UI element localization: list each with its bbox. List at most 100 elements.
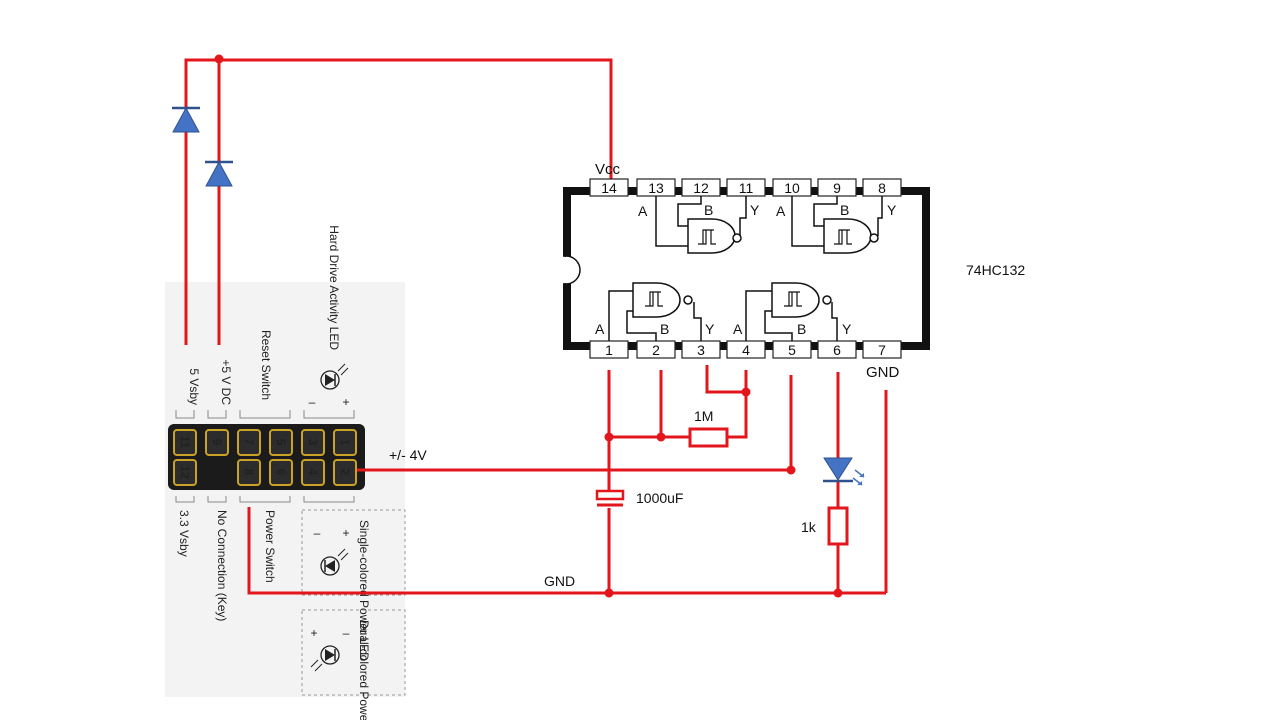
led-icon xyxy=(320,363,349,390)
header-pin-number: 7 xyxy=(242,439,256,446)
chip-gnd-label: GND xyxy=(866,364,900,381)
label-dual-led: Dual-colored Power LED xyxy=(357,620,371,720)
gate-label-b: B xyxy=(660,321,669,337)
junction-dot xyxy=(786,465,796,475)
single-minus: – xyxy=(314,526,321,540)
dual-plus: + xyxy=(310,626,317,640)
label-no-connection: No Connection (Key) xyxy=(215,510,229,621)
nand-gate-top-left: A B Y xyxy=(638,196,760,254)
header-pin-number: 5 xyxy=(274,439,288,446)
gate-label-y: Y xyxy=(705,321,715,337)
dual-led-box xyxy=(301,609,406,696)
chip-part-label: 74HC132 xyxy=(966,262,1025,278)
pin-label: 8 xyxy=(878,180,886,196)
pin-label: 9 xyxy=(833,180,841,196)
label-single-led: Single-colored Power LED xyxy=(357,520,371,661)
resistor-1m: 1M xyxy=(688,408,729,448)
header-pin xyxy=(269,429,293,456)
gate-label-a: A xyxy=(595,321,605,337)
capacitor: 1000uF xyxy=(595,489,683,507)
header-pin xyxy=(237,429,261,456)
junction-dot xyxy=(604,432,614,442)
pin-label: 13 xyxy=(648,180,664,196)
hdd-minus: – xyxy=(309,395,316,409)
header-pin xyxy=(301,429,325,456)
led-icon xyxy=(320,548,349,576)
pin-label: 6 xyxy=(833,342,841,358)
header-pin xyxy=(333,459,357,486)
pin-label: 10 xyxy=(784,180,800,196)
header-pin-number: 1 xyxy=(338,439,352,446)
header-pin-number: 11 xyxy=(178,436,192,449)
pin-label: 14 xyxy=(601,180,617,196)
diode-5vsby xyxy=(172,106,200,133)
header-pin xyxy=(269,459,293,486)
schmitt-nand-icon xyxy=(771,282,820,318)
wire-gnd-rail xyxy=(247,507,886,595)
nand-gate-bottom-right: A B Y xyxy=(733,282,852,341)
junction-dot xyxy=(833,588,843,598)
resistor-icon xyxy=(688,427,729,448)
label-reset-switch: Reset Switch xyxy=(259,330,273,400)
label-hdd-led: Hard Drive Activity LED xyxy=(327,225,341,350)
gate-label-b: B xyxy=(840,202,849,218)
header-pin-number: 4 xyxy=(306,469,320,476)
nand-gate-bottom-left: A B Y xyxy=(595,282,715,341)
diode-5vdc xyxy=(205,160,233,187)
label-5vsby: 5 Vsby xyxy=(187,368,201,405)
capacitor-label: 1000uF xyxy=(636,490,683,506)
single-led-box xyxy=(301,509,406,596)
label-3v3-vsby: 3.3 Vsby xyxy=(177,510,191,557)
label-power-switch: Power Switch xyxy=(263,510,277,583)
header-pins xyxy=(173,429,357,486)
junctions xyxy=(214,54,843,598)
diode-icon xyxy=(172,106,200,133)
wire-1m-right xyxy=(727,392,748,439)
header-pin-number: 12 xyxy=(178,465,192,479)
gate-label-b: B xyxy=(704,202,713,218)
resistor-icon xyxy=(827,506,849,546)
pin-box xyxy=(862,340,902,359)
pin-label: 12 xyxy=(693,180,709,196)
led-icon xyxy=(310,645,340,672)
front-panel-header: 11 9 7 5 3 1 12 8 6 4 2 5 Vsby +5 V DC R… xyxy=(165,225,406,720)
vcc-label: Vcc xyxy=(595,161,621,178)
single-plus: + xyxy=(342,526,349,540)
header-pin-number: 3 xyxy=(306,439,320,446)
resistor-1k-label: 1k xyxy=(801,519,817,535)
header-pin xyxy=(173,429,197,456)
gate-label-y: Y xyxy=(750,202,760,218)
gate-label-a: A xyxy=(638,203,648,219)
junction-dot xyxy=(604,588,614,598)
wire-pin3-pin4 xyxy=(705,365,748,394)
header-pin xyxy=(205,429,229,456)
top-pins: 14 13 12 11 10 9 8 xyxy=(589,178,902,197)
schmitt-nand-icon xyxy=(632,282,681,318)
wire-vcc xyxy=(217,58,613,345)
pin-label: 7 xyxy=(878,342,886,358)
capacitor-icon xyxy=(595,489,625,501)
pin-label: 5 xyxy=(788,342,796,358)
pin-label: 4 xyxy=(742,342,750,358)
ic-74hc132: 14 13 12 11 10 9 8 1 2 3 4 5 6 7 xyxy=(559,161,1025,381)
gate-label-b: B xyxy=(797,321,806,337)
gate-label-y: Y xyxy=(887,202,897,218)
pin-box xyxy=(589,178,629,197)
wires xyxy=(184,58,888,595)
header-pin xyxy=(301,459,325,486)
bottom-pins: 1 2 3 4 5 6 7 xyxy=(589,340,902,359)
led-diode-icon xyxy=(823,457,853,481)
header-pin-number: 2 xyxy=(338,469,352,476)
junction-dot xyxy=(741,387,751,397)
diode-icon xyxy=(205,160,233,187)
gate-label-y: Y xyxy=(842,321,852,337)
resistor-1m-label: 1M xyxy=(694,408,713,424)
pin-label: 3 xyxy=(697,342,705,358)
pin-label: 1 xyxy=(605,342,613,358)
pin-label: 2 xyxy=(652,342,660,358)
header-pin xyxy=(333,429,357,456)
pin-label: 11 xyxy=(739,180,754,196)
resistor-1k: 1k xyxy=(801,506,849,546)
junction-dot xyxy=(656,432,666,442)
